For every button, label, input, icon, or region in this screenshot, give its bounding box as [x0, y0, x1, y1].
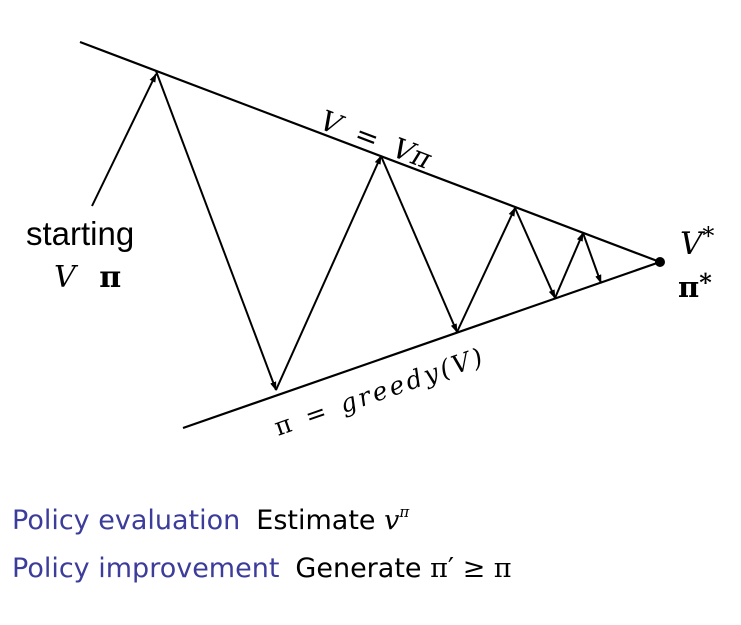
start-arrow: [91, 73, 157, 207]
evaluation-arrow: [554, 232, 584, 299]
improvement-arrow: [155, 70, 277, 391]
top-line-label: V = Vπ: [316, 104, 437, 176]
evaluation-arrow: [275, 155, 382, 391]
pi-star-label: π*: [678, 268, 712, 304]
definition-policy-improvement: Policy improvement Generate π′ ≥ π: [12, 553, 512, 584]
desc-policy-improvement: Generate: [295, 553, 422, 584]
bottom-line: [182, 260, 661, 430]
convergence-point: [655, 257, 665, 267]
definition-policy-evaluation: Policy evaluation Estimate vπ: [12, 503, 409, 536]
improvement-arrow: [582, 232, 602, 284]
improvement-arrow: [514, 207, 556, 299]
top-line: [79, 40, 661, 264]
starting-v-pi: V π: [54, 260, 121, 295]
improvement-arrow: [380, 155, 458, 333]
math-pi-prime-ge-pi: π′ ≥ π: [430, 553, 512, 584]
starting-word: starting: [26, 215, 134, 252]
evaluation-arrow: [456, 207, 516, 333]
bottom-line-label: π = greedy(V): [270, 341, 489, 441]
v-star-label: V*: [680, 222, 714, 262]
math-v-pi: vπ: [384, 503, 410, 536]
term-policy-evaluation: Policy evaluation: [12, 505, 241, 536]
desc-policy-evaluation: Estimate: [256, 505, 376, 536]
term-policy-improvement: Policy improvement: [12, 553, 280, 584]
